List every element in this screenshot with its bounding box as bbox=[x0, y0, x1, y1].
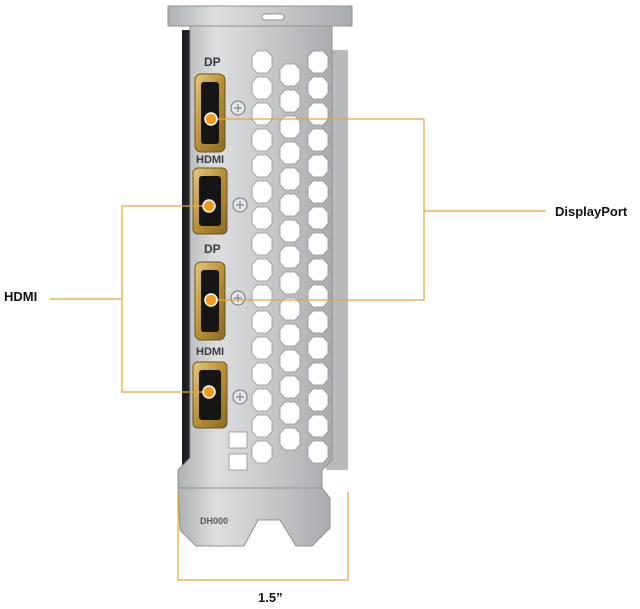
vent-hole bbox=[279, 427, 301, 451]
vent-hole bbox=[307, 154, 329, 178]
vent-hole bbox=[279, 141, 301, 165]
vent-hole bbox=[251, 128, 273, 152]
vent-hole bbox=[307, 128, 329, 152]
bracket-top-tab bbox=[167, 5, 353, 27]
vent-hole bbox=[307, 336, 329, 360]
bracket-mark-dp-lower: DP bbox=[204, 242, 221, 256]
vent-hole bbox=[279, 323, 301, 347]
vent-hole bbox=[251, 388, 273, 412]
hdmi-label: HDMI bbox=[4, 289, 38, 304]
bracket-mark-model-code: DH000 bbox=[200, 516, 228, 526]
vent-hole bbox=[307, 388, 329, 412]
hdmi-callout-bracket bbox=[50, 205, 209, 393]
vent-hole bbox=[228, 431, 248, 449]
bracket-mark-hdmi-upper: HDMI bbox=[196, 154, 224, 166]
vent-hole bbox=[279, 193, 301, 217]
vent-hole bbox=[279, 349, 301, 373]
vent-hole bbox=[251, 102, 273, 126]
vent-hole bbox=[251, 180, 273, 204]
vent-hole bbox=[251, 50, 273, 74]
vent-hole bbox=[279, 63, 301, 87]
dot-hdmi-lower bbox=[202, 385, 216, 399]
vent-hole bbox=[307, 440, 329, 464]
vent-hole bbox=[307, 284, 329, 308]
vent-hole bbox=[307, 102, 329, 126]
vent-hole bbox=[251, 362, 273, 386]
dot-displayport-top bbox=[204, 112, 218, 126]
vent-hole bbox=[279, 89, 301, 113]
vent-hole bbox=[251, 284, 273, 308]
vent-hole bbox=[279, 167, 301, 191]
displayport-label: DisplayPort bbox=[555, 204, 628, 219]
vent-hole bbox=[251, 154, 273, 178]
vent-hole bbox=[307, 50, 329, 74]
vent-hole bbox=[279, 219, 301, 243]
vent-hole bbox=[307, 232, 329, 256]
vent-hole bbox=[279, 297, 301, 321]
mounting-screws bbox=[230, 100, 248, 405]
vent-hole bbox=[307, 180, 329, 204]
bracket-width-label: 1.5” bbox=[258, 590, 283, 605]
vent-hole bbox=[279, 245, 301, 269]
vent-hole bbox=[307, 76, 329, 100]
callout-dots bbox=[202, 112, 218, 399]
width-dimension-line bbox=[177, 492, 349, 581]
displayport-callout-bracket bbox=[211, 118, 546, 301]
vent-hole bbox=[251, 76, 273, 100]
vent-hole bbox=[251, 206, 273, 230]
vent-hole bbox=[228, 453, 248, 471]
dot-displayport-lower bbox=[204, 293, 218, 307]
bracket-mark-hdmi-lower: HDMI bbox=[196, 346, 224, 358]
vent-hole bbox=[307, 310, 329, 334]
vent-hole bbox=[307, 258, 329, 282]
vent-grid bbox=[228, 50, 329, 471]
vent-hole bbox=[279, 271, 301, 295]
vent-hole bbox=[251, 232, 273, 256]
vent-hole bbox=[307, 414, 329, 438]
vent-hole bbox=[307, 362, 329, 386]
vent-hole bbox=[251, 310, 273, 334]
vent-hole bbox=[251, 336, 273, 360]
vent-hole bbox=[251, 258, 273, 282]
vent-hole bbox=[279, 115, 301, 139]
vent-hole bbox=[279, 375, 301, 399]
vent-hole bbox=[251, 414, 273, 438]
vent-hole bbox=[251, 440, 273, 464]
dot-hdmi-upper bbox=[202, 199, 216, 213]
bracket-mark-dp-top: DP bbox=[204, 55, 221, 69]
vent-hole bbox=[279, 401, 301, 425]
vent-hole bbox=[307, 206, 329, 230]
